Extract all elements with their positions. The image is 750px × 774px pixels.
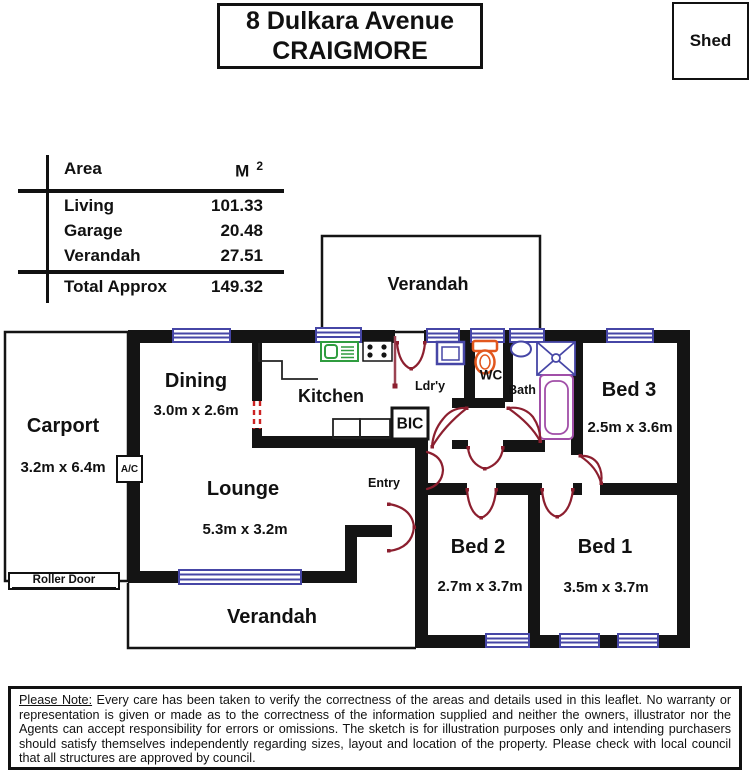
bathtub-icon xyxy=(539,374,574,440)
disclaimer-note: Please Note: Every care has been taken t… xyxy=(8,686,742,770)
room-dim-dining: 3.0m x 2.6m xyxy=(153,401,239,419)
room-label-verandah-top: Verandah xyxy=(387,274,469,295)
room-dim-bed3: 2.5m x 3.6m xyxy=(587,418,673,436)
roller-door-label: Roller Door xyxy=(12,574,116,589)
carport-outline xyxy=(3,330,130,583)
room-label-bed2: Bed 2 xyxy=(450,536,506,558)
room-dim-carport: 3.2m x 6.4m xyxy=(20,458,106,476)
verandah-bottom-outline xyxy=(126,583,416,650)
table-total-row: Total Approx 149.32 xyxy=(18,277,284,297)
address-line: 8 Dulkara Avenue xyxy=(246,7,454,35)
laundry-trough-icon xyxy=(435,340,466,366)
room-dim-bed2: 2.7m x 3.7m xyxy=(437,577,523,595)
table-row: Garage 20.48 xyxy=(18,221,284,241)
room-label-wc: WC xyxy=(479,367,503,383)
room-label-verandah-bottom: Verandah xyxy=(226,606,318,628)
sink-icon xyxy=(320,341,359,362)
bic-cupboard xyxy=(390,406,430,441)
ac-label: A/C xyxy=(120,463,139,475)
room-label-laundry: Ldr'y xyxy=(414,379,446,394)
suburb-line: CRAIGMORE xyxy=(272,37,428,65)
table-rule-top xyxy=(18,189,284,193)
room-label-entry: Entry xyxy=(368,476,400,491)
room-label-lounge: Lounge xyxy=(206,478,280,500)
room-dim-lounge: 5.3m x 3.2m xyxy=(202,520,288,538)
row-value: 101.33 xyxy=(211,196,263,215)
note-body: Every care has been taken to verify the … xyxy=(19,693,732,766)
table-vertical-rule xyxy=(46,155,49,303)
shed-label: Shed xyxy=(689,31,732,50)
room-label-bic: BIC xyxy=(396,415,424,433)
row-label: Living xyxy=(64,196,115,215)
room-label-bath: Bath xyxy=(508,383,536,398)
basin-icon xyxy=(510,340,532,358)
row-value: 20.48 xyxy=(220,221,263,240)
shed-box: Shed xyxy=(672,2,749,80)
windows xyxy=(172,327,659,648)
room-label-kitchen: Kitchen xyxy=(297,386,365,407)
stove-icon xyxy=(362,340,393,362)
shower-icon xyxy=(536,341,576,376)
table-row: Living 101.33 xyxy=(18,196,284,216)
table-rule-bottom xyxy=(18,270,284,274)
row-value: 27.51 xyxy=(220,246,263,265)
door-hinge-dots xyxy=(387,341,603,553)
room-label-bed1: Bed 1 xyxy=(577,536,633,558)
room-label-dining: Dining xyxy=(164,370,228,392)
toilet-icon xyxy=(471,339,499,375)
room-label-carport: Carport xyxy=(26,415,100,437)
ac-unit: A/C xyxy=(116,455,143,483)
title-box: 8 Dulkara Avenue CRAIGMORE xyxy=(217,3,483,69)
area-header: Area xyxy=(64,159,102,178)
room-label-bed3: Bed 3 xyxy=(601,379,657,401)
table-row: Verandah 27.51 xyxy=(18,246,284,266)
note-lead: Please Note: xyxy=(19,693,93,707)
total-label: Total Approx xyxy=(64,277,167,296)
room-dim-bed1: 3.5m x 3.7m xyxy=(563,578,649,596)
roller-door: Roller Door xyxy=(8,572,120,590)
wall-opening-dashes xyxy=(252,401,262,429)
kitchen-bench xyxy=(258,343,391,439)
total-value: 149.32 xyxy=(211,277,263,296)
slider-door xyxy=(392,336,398,389)
row-label: Verandah xyxy=(64,246,141,265)
row-label: Garage xyxy=(64,221,123,240)
